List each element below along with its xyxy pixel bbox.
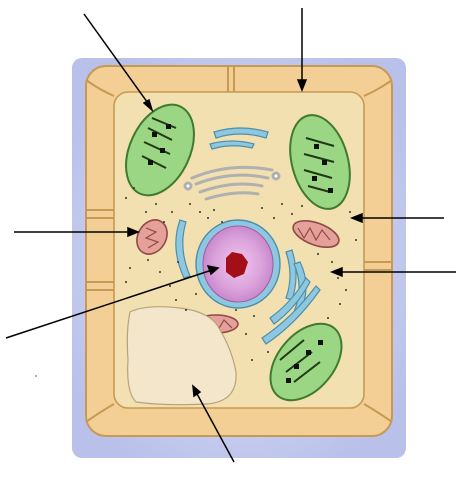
nucleus: [196, 220, 280, 308]
stray-dot: [35, 375, 37, 377]
